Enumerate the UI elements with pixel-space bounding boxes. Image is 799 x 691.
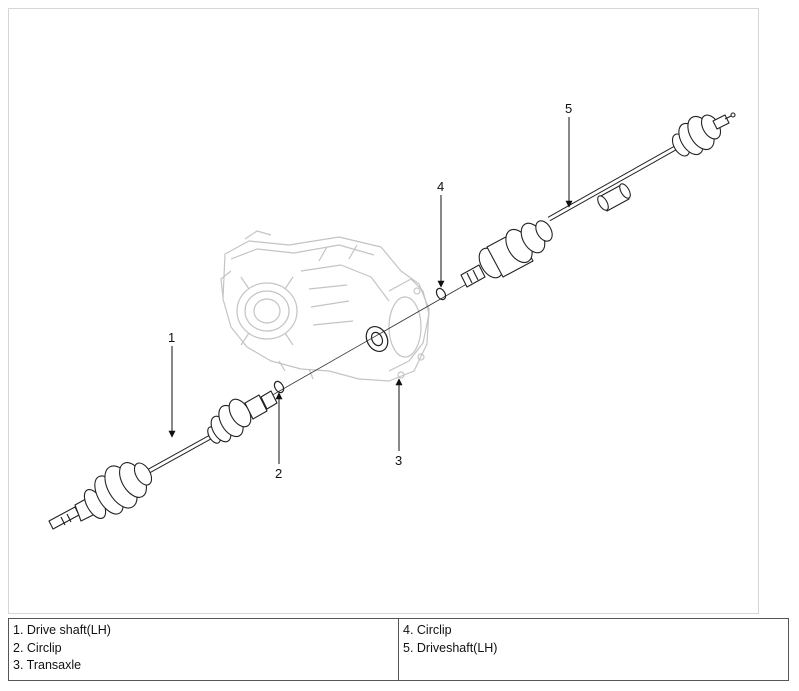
- callout-5: 5: [565, 101, 572, 116]
- callout-1: 1: [168, 330, 175, 345]
- diagram-frame: 1 2 3 4 5: [8, 8, 759, 614]
- transaxle-housing: [220, 230, 430, 382]
- callout-2: 2: [275, 466, 282, 481]
- exploded-view-diagram: 1 2 3 4 5: [48, 101, 736, 530]
- parts-legend-table: 1. Drive shaft(LH) 2. Circlip 3. Transax…: [8, 618, 789, 681]
- drive-shaft-lh-right: [460, 112, 736, 288]
- callout-4: 4: [437, 179, 444, 194]
- legend-item: 2. Circlip: [13, 640, 62, 655]
- circlip-2: [273, 380, 285, 394]
- axis-line: [268, 276, 480, 398]
- legend-item: 5. Driveshaft(LH): [403, 640, 498, 655]
- legend-item: 4. Circlip: [403, 623, 452, 637]
- transaxle-seal: [365, 325, 389, 353]
- legend-left-cell: 1. Drive shaft(LH) 2. Circlip 3. Transax…: [8, 618, 399, 681]
- legend-right-cell: 4. Circlip 5. Driveshaft(LH): [398, 618, 789, 681]
- callout-3: 3: [395, 453, 402, 468]
- legend-item: 1. Drive shaft(LH): [13, 623, 111, 637]
- legend-item: 3. Transaxle: [13, 658, 82, 672]
- drive-shaft-lh-left: [48, 390, 278, 530]
- leader-lines: [168, 117, 573, 464]
- circlip-4: [435, 287, 447, 301]
